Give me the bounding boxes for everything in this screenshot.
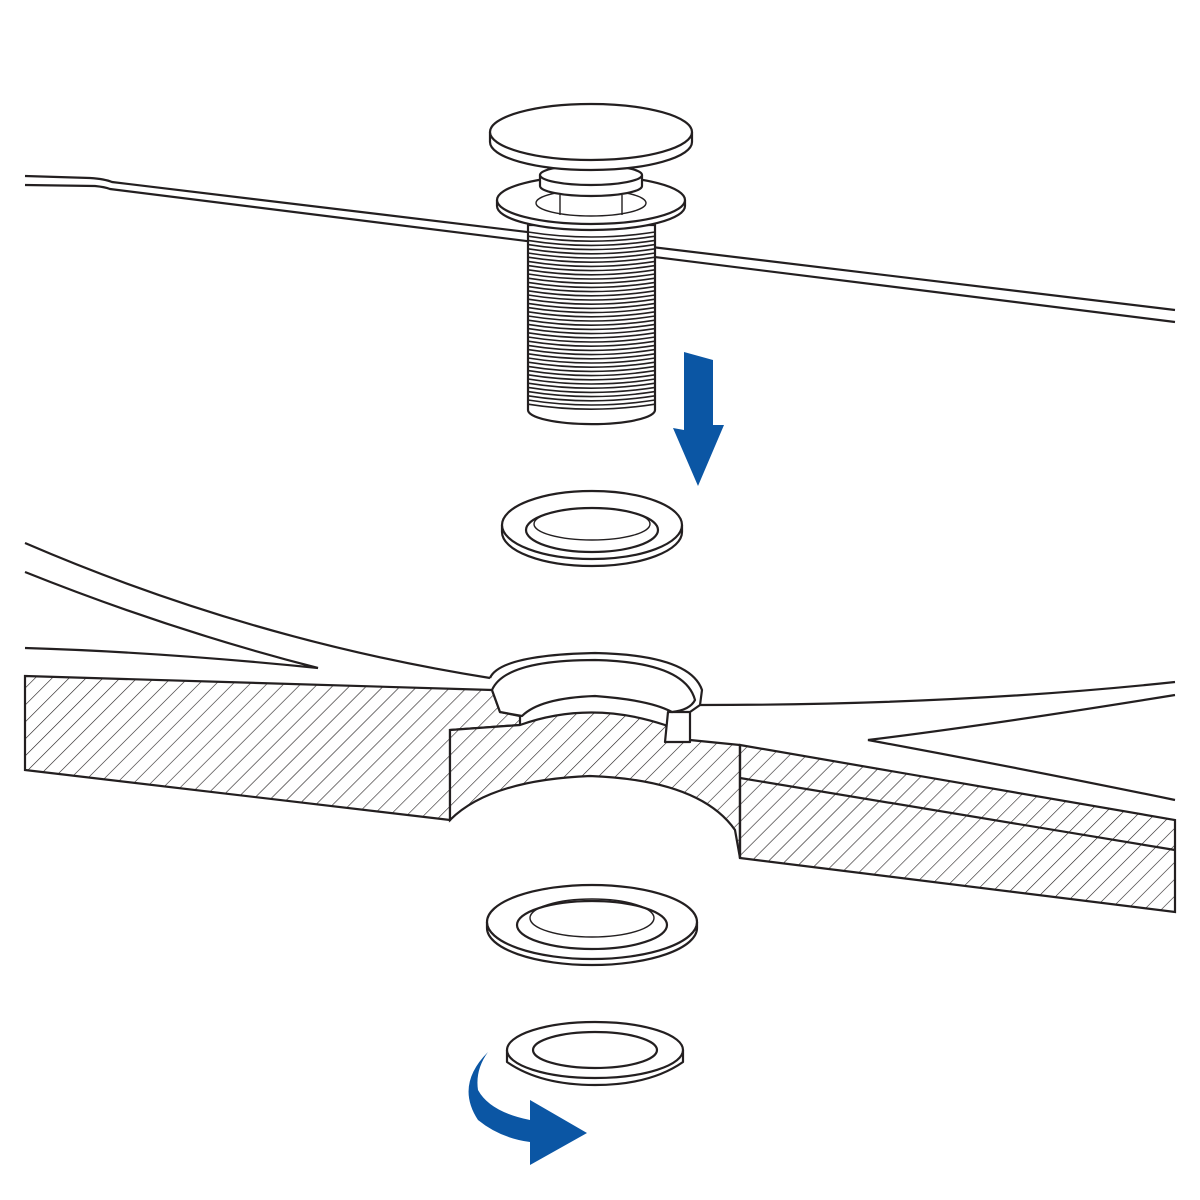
thread-line: [527, 243, 656, 251]
thread-line: [527, 369, 656, 377]
thread-line: [527, 311, 656, 318]
thread-line: [527, 378, 656, 385]
thread-line: [527, 344, 656, 352]
thread-line: [527, 353, 656, 360]
rotate-arrow-icon: [468, 1052, 587, 1165]
drain-cap: [488, 102, 694, 172]
thread-line: [527, 365, 656, 373]
thread-line: [527, 357, 656, 364]
drain-flange: [495, 163, 687, 232]
thread-line: [527, 252, 656, 259]
thread-line: [527, 319, 656, 326]
thread-line: [527, 298, 656, 305]
thread-line: [527, 294, 656, 301]
thread-line: [527, 256, 656, 263]
thread-line: [527, 231, 656, 238]
thread-line: [527, 382, 656, 389]
thread-line: [527, 235, 656, 242]
arrow-down-icon: [673, 352, 724, 486]
thread-line: [527, 306, 656, 314]
thread-line: [527, 386, 656, 394]
thread-line: [527, 281, 656, 289]
lock-nut: [505, 1020, 685, 1087]
thread-line: [527, 269, 656, 276]
thread-line: [527, 323, 656, 331]
thread-line: [527, 374, 656, 381]
thread-line: [527, 332, 656, 339]
thread-line: [527, 285, 656, 293]
thread-line: [527, 327, 656, 335]
bottom-washer: [485, 883, 699, 967]
top-washer: [500, 489, 684, 568]
drain-threaded-body: [526, 223, 657, 426]
thread-line: [527, 348, 656, 356]
thread-line: [527, 239, 656, 247]
thread-line: [527, 361, 656, 368]
thread-line: [527, 340, 656, 347]
thread-line: [527, 273, 656, 280]
thread-line: [527, 390, 656, 398]
basin-cross-section: [23, 541, 1177, 914]
thread-line: [527, 248, 656, 255]
thread-line: [527, 290, 656, 297]
thread-line: [527, 264, 656, 272]
thread-line: [527, 277, 656, 284]
thread-line: [527, 302, 656, 310]
thread-line: [527, 399, 656, 406]
thread-line: [527, 336, 656, 343]
thread-line: [527, 260, 656, 268]
thread-line: [527, 315, 656, 322]
thread-line: [527, 403, 656, 410]
thread-line: [527, 395, 656, 402]
basin-rim: [24, 174, 1176, 324]
